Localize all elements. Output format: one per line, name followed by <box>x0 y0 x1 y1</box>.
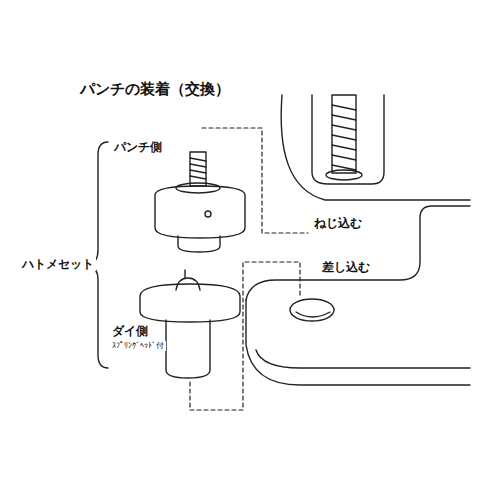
punch-piece <box>155 152 245 252</box>
note-label: ｽﾌﾟﾘﾝｸﾞﾍｯﾄﾞ付 <box>110 341 166 351</box>
part-label: パンチ側 <box>112 140 164 154</box>
action-label: ねじ込む <box>312 216 364 230</box>
die-piece <box>140 270 240 378</box>
action-label: 差し込む <box>320 260 372 274</box>
guide-lines <box>190 128 308 410</box>
group-label: ハトメセット <box>20 257 96 271</box>
brace <box>88 142 108 368</box>
diagram-title: パンチの装着（交換） <box>78 80 232 98</box>
part-label: ダイ側 <box>110 324 150 338</box>
press-frame <box>246 95 470 385</box>
